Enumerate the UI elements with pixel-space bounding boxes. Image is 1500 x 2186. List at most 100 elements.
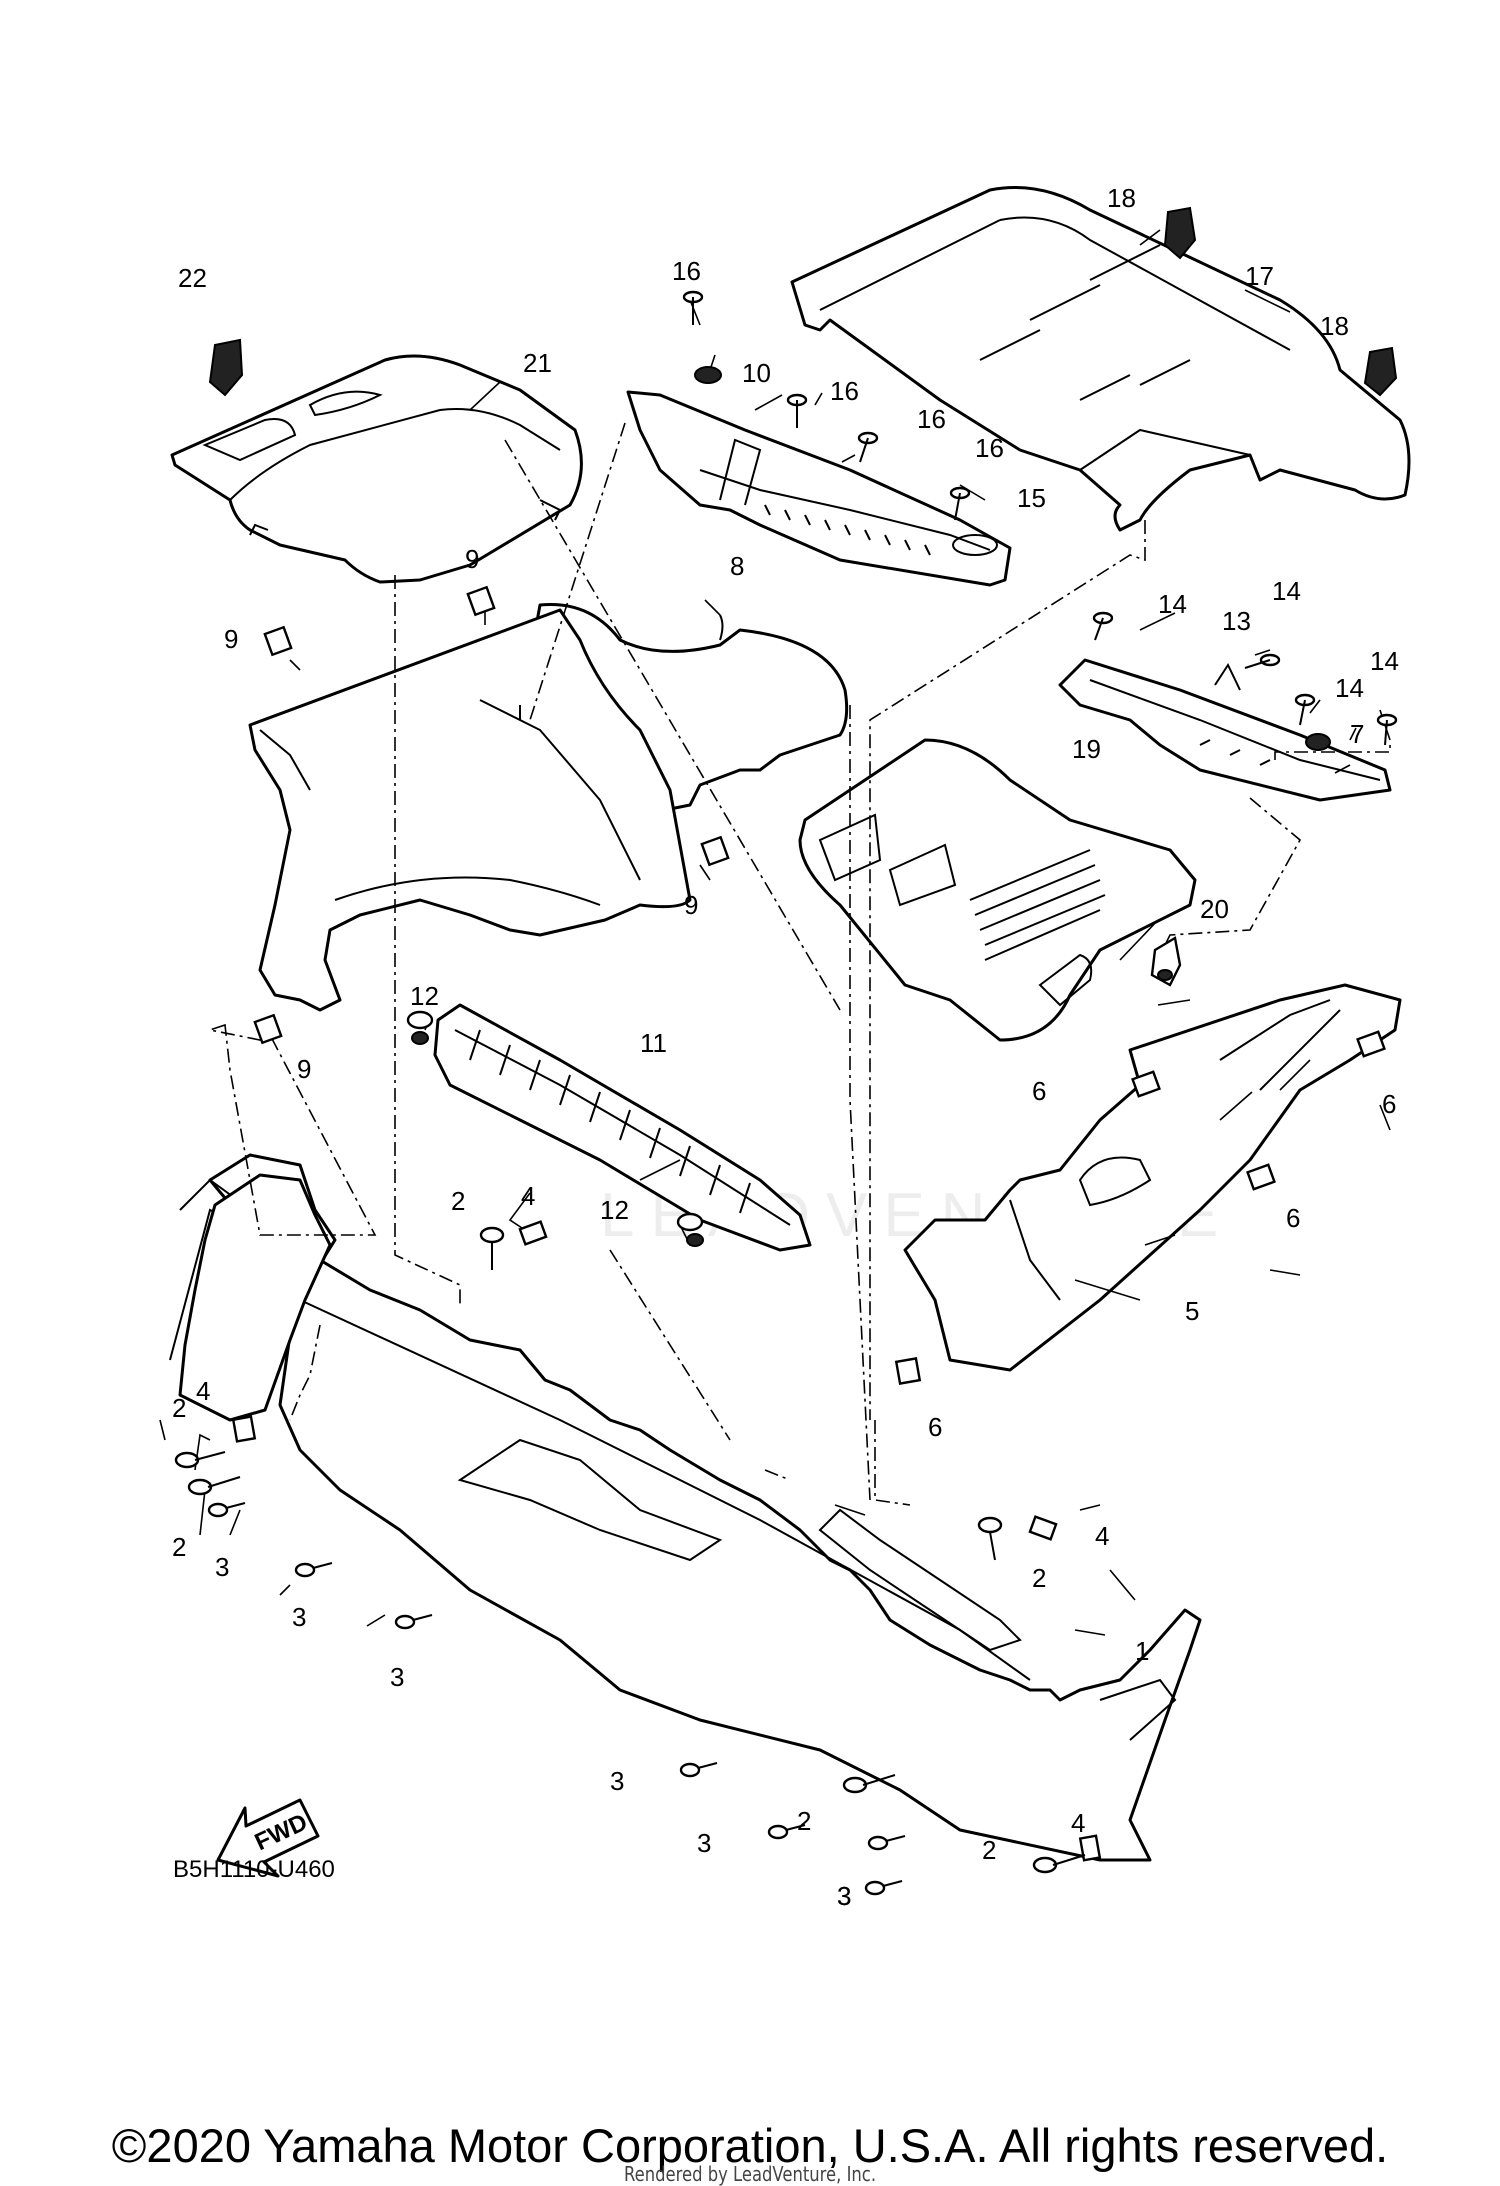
screw-3f: [867, 1835, 906, 1851]
callout-6: 6: [1286, 1203, 1300, 1233]
clip-18a: [1163, 206, 1197, 260]
screw-3e: [767, 1824, 806, 1840]
clip-9c: [700, 835, 730, 867]
bolt-16b: [786, 393, 808, 428]
callout-9: 9: [465, 544, 479, 574]
screw-3b: [294, 1562, 333, 1578]
bolt-16a: [682, 290, 704, 325]
screw-3a: [207, 1502, 246, 1518]
callout-9: 9: [224, 624, 238, 654]
callout-3: 3: [837, 1881, 851, 1911]
screw-14a: [1092, 611, 1114, 641]
callout-18: 18: [1320, 311, 1349, 341]
screw-14d: [1376, 713, 1398, 746]
callout-21: 21: [523, 348, 552, 378]
bolt-16c: [857, 431, 879, 463]
part-19-console: [798, 738, 1197, 1042]
copyright-notice: ©2020 Yamaha Motor Corporation, U.S.A. A…: [111, 2119, 1389, 2172]
clip-22: [208, 338, 244, 397]
part-1-front-panel: [169, 1153, 1202, 1862]
screw-3g: [864, 1880, 903, 1896]
callout-2: 2: [172, 1532, 186, 1562]
callout-4: 4: [521, 1181, 535, 1211]
callout-2: 2: [982, 1835, 996, 1865]
part-15-left-rail: [626, 390, 1012, 587]
callout-4: 4: [1095, 1521, 1109, 1551]
clip-6d: [894, 1357, 922, 1385]
part-5-right-cover: [903, 983, 1402, 1372]
callout-22: 22: [178, 263, 207, 293]
part-8-rear-fender: [528, 602, 849, 812]
callout-3: 3: [292, 1602, 306, 1632]
callout-4: 4: [1071, 1808, 1085, 1838]
callout-8: 8: [730, 551, 744, 581]
callout-12: 12: [410, 981, 439, 1011]
callout-6: 6: [928, 1412, 942, 1442]
clip-20: [1150, 936, 1182, 987]
callout-labels: 1 2 2 2 2 2 2 3 3 3 3 3 3 3 4 4 4 4 5 6 …: [172, 183, 1399, 1911]
screw-3d: [679, 1762, 718, 1778]
callout-14: 14: [1272, 576, 1301, 606]
callout-7: 7: [1350, 719, 1364, 749]
clip-6c: [1246, 1163, 1276, 1191]
part-13-right-rail: [1058, 658, 1392, 802]
callout-17: 17: [1245, 261, 1274, 291]
bolt-16d: [949, 486, 971, 521]
bolt-2e: [842, 1774, 896, 1794]
clip-4c: [1028, 1515, 1058, 1541]
callout-16: 16: [917, 404, 946, 434]
callout-2: 2: [172, 1393, 186, 1423]
clip-18b: [1363, 346, 1398, 397]
fwd-arrow: FWD: [216, 1798, 320, 1878]
callout-3: 3: [215, 1552, 229, 1582]
callout-16: 16: [830, 376, 859, 406]
bolt-2d: [977, 1516, 1003, 1561]
callout-16: 16: [672, 256, 701, 286]
clip-4b: [231, 1415, 257, 1443]
clip-9b: [466, 585, 496, 617]
bolt-2f: [1032, 1854, 1086, 1874]
callout-14: 14: [1158, 589, 1187, 619]
callout-3: 3: [837, 1881, 851, 1911]
hardware: [174, 206, 1398, 1896]
screw-14b: [1244, 653, 1281, 669]
clip-6b: [1356, 1030, 1386, 1058]
callout-18: 18: [1107, 183, 1136, 213]
part-11-grille: [433, 1003, 812, 1252]
clip-4a: [518, 1220, 548, 1246]
callout-2: 2: [451, 1186, 465, 1216]
callout-20: 20: [1200, 894, 1229, 924]
clip-12b: [676, 1212, 704, 1247]
callout-9: 9: [684, 890, 698, 920]
screw-14c: [1294, 693, 1316, 726]
clip-6a: [1131, 1070, 1161, 1098]
callout-4: 4: [196, 1376, 210, 1406]
left-side-cover: [248, 608, 692, 1012]
callout-19: 19: [1072, 734, 1101, 764]
callout-11: 11: [640, 1028, 667, 1058]
bolt-2a: [479, 1226, 505, 1270]
callout-12: 12: [600, 1195, 629, 1225]
callout-3: 3: [697, 1828, 711, 1858]
callout-3: 3: [390, 1662, 404, 1692]
left-front-bracket: [178, 1173, 332, 1422]
callout-2: 2: [797, 1806, 811, 1836]
callout-9: 9: [297, 1054, 311, 1084]
screw-3c: [394, 1614, 433, 1630]
clip-9a: [263, 625, 293, 657]
part-21-left-cover: [170, 354, 583, 584]
callout-6: 6: [1032, 1076, 1046, 1106]
callout-1: 1: [1135, 1636, 1149, 1666]
clip-4d: [1078, 1834, 1102, 1862]
clip-12a: [406, 1010, 434, 1045]
nut-7: [1305, 733, 1331, 751]
callout-5: 5: [1185, 1296, 1199, 1326]
callout-2: 2: [1032, 1563, 1046, 1593]
callout-13: 13: [1222, 606, 1251, 636]
diagram-code: B5H1110-U460: [173, 1856, 335, 1883]
callout-3: 3: [610, 1766, 624, 1796]
callout-10: 10: [742, 358, 771, 388]
alignment-lines: [206, 422, 1391, 1506]
callout-14: 14: [1370, 646, 1399, 676]
